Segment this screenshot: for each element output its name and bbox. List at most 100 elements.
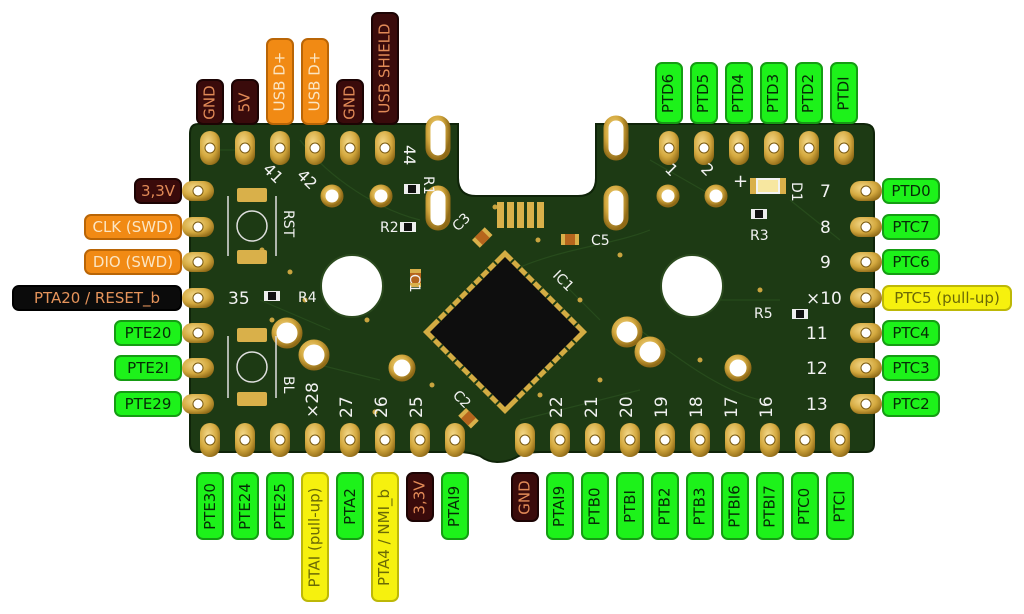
- left-header-pad-hole: [192, 327, 204, 339]
- label-bottom-pta19-1: PTAI9: [441, 472, 469, 540]
- label-bottom-pta1-pullup: PTAI (pull-up): [301, 472, 329, 602]
- top-header-pad-hole: [344, 142, 356, 154]
- bottom-header-pad-hole: [554, 434, 566, 446]
- right-header-pad-hole: [860, 292, 872, 304]
- label-left-pta20-reset: PTA20 / RESET_b: [12, 285, 182, 311]
- silk-right-pin-number: 8: [820, 218, 831, 238]
- label-top-usb-dplus-2: USB D+: [301, 38, 329, 125]
- usb-pads: [497, 202, 544, 228]
- label-top-usb-shield: USB SHIELD: [371, 12, 399, 125]
- left-header-pad-hole: [192, 292, 204, 304]
- label-right-ptd0: PTD0: [882, 178, 940, 204]
- header-pads: [182, 131, 882, 457]
- bottom-header-pad-hole: [694, 434, 706, 446]
- right-header-pad-hole: [860, 362, 872, 374]
- top-header-pad-hole: [274, 142, 286, 154]
- bottom-header-pad-hole: [764, 434, 776, 446]
- label-top-ptd3: PTD3: [760, 62, 788, 124]
- silk-plus: +: [733, 171, 748, 192]
- silk-d1: D1: [788, 182, 804, 202]
- via-large: [611, 316, 643, 348]
- bottom-header-pad-hole: [274, 434, 286, 446]
- label-bottom-ptb1: PTBI: [616, 472, 644, 540]
- label-top-usb-dplus-1: USB D+: [266, 38, 294, 125]
- label-bottom-pta4-nmi: PTA4 / NMI_b: [371, 472, 399, 602]
- silk-bl: BL: [280, 376, 296, 394]
- label-bottom-pta19-2: PTAI9: [546, 472, 574, 540]
- silk-bottom-pin-number: 25: [407, 396, 427, 418]
- silk-pin-35: 35: [228, 289, 250, 309]
- silk-r3: R3: [750, 228, 769, 244]
- left-header-pad-hole: [192, 362, 204, 374]
- label-right-ptc3: PTC3: [882, 355, 940, 381]
- left-header-pad-hole: [192, 221, 204, 233]
- label-top-ptd6: PTD6: [655, 62, 683, 124]
- label-left-pte29: PTE29: [114, 391, 182, 417]
- label-bottom-ptb17: PTBI7: [756, 472, 784, 540]
- left-header-pad-hole: [192, 185, 204, 197]
- silk-right-pin-number: 7: [820, 182, 831, 202]
- top-header-pad-hole: [733, 142, 745, 154]
- bottom-header-pad-hole: [659, 434, 671, 446]
- label-top-gnd-1: GND: [196, 79, 224, 125]
- bottom-header-pad-hole: [239, 434, 251, 446]
- label-bottom-ptb16: PTBI6: [721, 472, 749, 540]
- silk-r5: R5: [754, 306, 773, 322]
- slot-pad: [425, 185, 451, 231]
- label-bottom-ptb0: PTB0: [581, 472, 609, 540]
- silk-bottom-pin-number: 27: [337, 396, 357, 418]
- label-right-ptc4: PTC4: [882, 320, 940, 346]
- label-top-ptd2: PTD2: [795, 62, 823, 124]
- bottom-header-pad-hole: [519, 434, 531, 446]
- bottom-header-pad-hole: [414, 434, 426, 446]
- silk-bottom-pin-number: 22: [547, 396, 567, 418]
- via-large: [320, 184, 344, 208]
- bottom-header-pad-hole: [729, 434, 741, 446]
- right-header-pad-hole: [860, 185, 872, 197]
- top-header-pad-hole: [698, 142, 710, 154]
- via-large: [724, 354, 752, 382]
- via-large: [369, 184, 393, 208]
- label-bottom-pte30: PTE30: [196, 472, 224, 540]
- bottom-header-pad-hole: [624, 434, 636, 446]
- slot-pad: [603, 115, 629, 161]
- via-large: [271, 317, 303, 349]
- silk-c1: C1: [406, 274, 422, 293]
- label-top-ptd1: PTDI: [830, 62, 858, 124]
- bottom-header-pad-hole: [449, 434, 461, 446]
- right-header-pad-hole: [860, 398, 872, 410]
- right-header-pad-hole: [860, 256, 872, 268]
- label-top-ptd4: PTD4: [725, 62, 753, 124]
- slot-pad: [603, 185, 629, 231]
- bootloader-button: [227, 328, 277, 406]
- silk-bottom-pin-number: 21: [582, 396, 602, 418]
- label-left-pte20: PTE20: [114, 320, 182, 346]
- label-right-ptc2: PTC2: [882, 391, 940, 417]
- label-bottom-ptb2: PTB2: [651, 472, 679, 540]
- top-header-pad-hole: [379, 142, 391, 154]
- silk-right-pin-number: 11: [806, 324, 828, 344]
- label-bottom-ptc1: PTCI: [826, 472, 854, 540]
- right-header-pad-hole: [860, 221, 872, 233]
- left-header-pad-hole: [192, 398, 204, 410]
- silk-bottom-pin-number: ×28: [303, 382, 323, 418]
- top-header-pad-hole: [204, 142, 216, 154]
- slot-pad: [425, 115, 451, 161]
- led-d1: [750, 178, 786, 194]
- silk-bottom-pin-number: 17: [722, 396, 742, 418]
- bottom-header-pad-hole: [204, 434, 216, 446]
- top-header-pad-hole: [803, 142, 815, 154]
- label-bottom-pte24: PTE24: [231, 472, 259, 540]
- via-large: [298, 339, 330, 371]
- right-header-pad-hole: [860, 327, 872, 339]
- label-bottom-3v3: 3,3V: [406, 472, 434, 522]
- silk-bottom-pin-number: 19: [652, 396, 672, 418]
- silk-rst: RST: [280, 210, 296, 238]
- top-header-pad-hole: [663, 142, 675, 154]
- silk-pin-44: 44: [400, 145, 419, 165]
- reset-button: [227, 188, 277, 264]
- label-top-5v: 5V: [231, 79, 259, 125]
- label-bottom-pta2: PTA2: [336, 472, 364, 540]
- left-header-pad-hole: [192, 256, 204, 268]
- silk-bottom-pin-number: 20: [617, 396, 637, 418]
